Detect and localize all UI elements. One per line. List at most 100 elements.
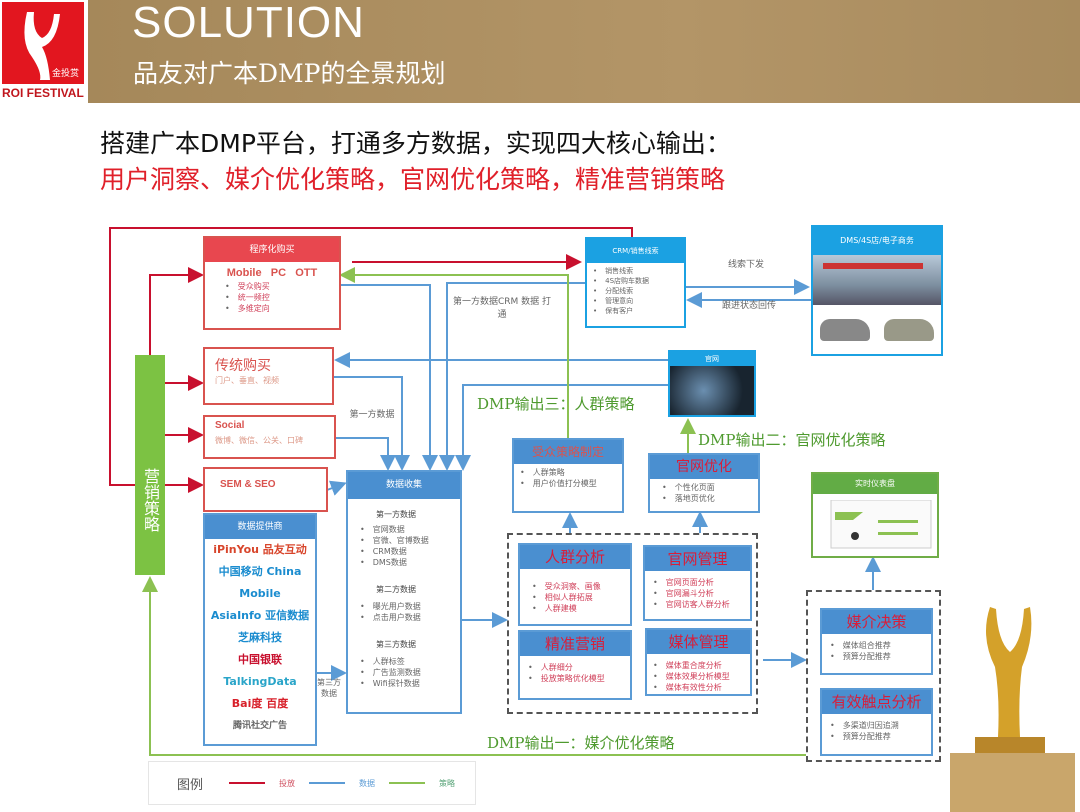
headline-line1: 搭建广本DMP平台，打通多方数据，实现四大核心输出： — [100, 129, 731, 158]
list-item: 销售线索 — [593, 266, 678, 276]
media-management-box: 媒体管理 媒体重合度分析媒体效果分析模型媒体有效性分析 — [645, 628, 752, 696]
asiainfo-logo: AsiaInfo 亚信数据 — [210, 609, 310, 622]
list-item: 官微、官博数据 — [360, 535, 448, 546]
list-item: 投放策略优化模型 — [528, 673, 622, 684]
china-mobile-logo: 中国移动 China Mobile — [218, 565, 302, 600]
header-band — [88, 0, 1080, 103]
media-output-group — [806, 590, 941, 762]
slide-title: SOLUTION — [132, 0, 365, 47]
dmp-output-2: DMP输出二：官网优化策略 — [698, 431, 886, 449]
list-item: 人群标签 — [360, 656, 448, 667]
social-title: Social — [215, 420, 245, 431]
list-item: 官网访客人群分析 — [653, 599, 742, 610]
traditional-title: 传统购买 — [215, 358, 271, 374]
providers-title: 数据提供商 — [205, 515, 315, 539]
mediamgmt-title: 媒体管理 — [647, 630, 750, 654]
list-item: 受众购买 — [225, 281, 319, 292]
group-title: 第三方数据 — [376, 640, 416, 649]
legend-label: 投放 — [279, 778, 296, 788]
logo-cn-text: 金投赏 — [52, 67, 79, 79]
marketing-strategy-bar: 营销策略 — [135, 355, 165, 575]
cars-image — [813, 305, 941, 341]
third-party-label: 第三方数据 — [317, 678, 341, 698]
website-box: 官网 — [668, 350, 756, 417]
list-item: 相似人群拓展 — [532, 592, 618, 603]
list-item: 媒体重合度分析 — [653, 660, 744, 671]
social-box: Social 微博、微信、公关、口碑 — [203, 415, 336, 459]
list-item: 落地页优化 — [662, 493, 746, 504]
sem-box: SEM & SEO — [203, 467, 328, 512]
mediadecision-title: 媒介决策 — [822, 610, 931, 634]
headline-line2: 用户洞察、媒介优化策略，官网优化策略，精准营销策略 — [100, 165, 726, 194]
legend-label: 数据 — [359, 778, 376, 788]
crm-link-label: 第一方数据CRM 数据 打通 — [452, 297, 552, 320]
list-item: DMS数据 — [360, 557, 448, 568]
list-item: 预算分配推荐 — [830, 651, 923, 662]
dms-box: DMS/4S店/电子商务 — [811, 225, 943, 356]
list-item: 统一频控 — [225, 292, 319, 303]
red-connectors — [109, 227, 633, 493]
status-back-label: 跟进状态回传 — [721, 301, 776, 311]
site-management-box: 官网管理 官网页面分析官网漏斗分析官网访客人群分析 — [643, 545, 752, 621]
green-connectors — [142, 267, 806, 756]
dashboard-box: 实时仪表盘 — [811, 472, 939, 558]
legend-title: 图例 — [177, 777, 204, 793]
legend-label: 策略 — [439, 778, 456, 788]
unionpay-logo: 中国银联 — [238, 653, 282, 666]
sem-title: SEM & SEO — [220, 479, 276, 490]
list-item: 官网数据 — [360, 524, 448, 535]
list-item: 点击用户数据 — [360, 612, 448, 623]
list-item: 受众洞察、画像 — [532, 581, 618, 592]
website-title: 官网 — [670, 352, 754, 366]
audience-title: 受众策略制定 — [514, 440, 622, 464]
dashboard-thumbnail — [830, 500, 932, 549]
data-providers-box: 数据提供商 iPinYou 品友互动 中国移动 China Mobile Asi… — [203, 513, 317, 746]
list-item: 预算分配推荐 — [830, 731, 923, 742]
blue-connectors — [316, 279, 881, 681]
list-item: 人群细分 — [528, 662, 622, 673]
siteopt-title: 官网优化 — [650, 455, 758, 479]
group-title: 第二方数据 — [376, 585, 416, 594]
crm-title: CRM/销售线索 — [587, 239, 684, 263]
dashboard-title: 实时仪表盘 — [813, 474, 937, 494]
lead-down-label: 线索下发 — [727, 260, 764, 270]
touchpoint-analysis-box: 有效触点分析 多渠道归因追溯预算分配推荐 — [820, 688, 933, 756]
data-collection-box: 数据收集 第一方数据 官网数据官微、官博数据CRM数据DMS数据 第二方数据 曝… — [346, 470, 462, 714]
precision-marketing-box: 精准营销 人群细分投放策略优化模型 — [518, 630, 632, 700]
list-item: 用户价值打分模型 — [520, 478, 616, 489]
dmp-output-3: DMP输出三：人群策略 — [477, 395, 635, 413]
list-item: 官网页面分析 — [653, 577, 742, 588]
first-party-label: 第一方数据 — [349, 410, 395, 420]
ipinyou-logo: iPinYou 品友互动 — [213, 543, 307, 556]
list-item: 管理意向 — [593, 296, 678, 306]
roi-festival-logo: 金投赏 — [2, 2, 84, 84]
crm-box: CRM/销售线索 销售线索4S店购车数据分配线索管理意向保有客户 — [585, 237, 686, 328]
programmatic-box: 程序化购买 Mobile PC OTT 受众购买统一频控多维定向 — [203, 236, 341, 330]
list-item: 媒体组合推荐 — [830, 640, 923, 651]
legend-green-arrow-icon — [389, 782, 426, 784]
zhima-logo: 芝麻科技 — [238, 631, 282, 644]
list-item: 人群建模 — [532, 603, 618, 614]
social-desc: 微博、微信、公关、口碑 — [215, 436, 303, 445]
talkingdata-logo: TalkingData — [223, 675, 297, 688]
list-item: 官网漏斗分析 — [653, 588, 742, 599]
list-item: 个性化页面 — [662, 482, 746, 493]
precision-title: 精准营销 — [520, 632, 630, 656]
legend-red-arrow-icon — [229, 782, 266, 784]
list-item: 4S店购车数据 — [593, 276, 678, 286]
logo-text: ROI FESTIVAL — [2, 86, 84, 100]
programmatic-title: 程序化购买 — [205, 238, 339, 262]
list-item: Wifi探针数据 — [360, 678, 448, 689]
dealership-image — [813, 255, 941, 305]
sitemgmt-title: 官网管理 — [645, 547, 750, 571]
legend: 图例 投放 数据 策略 — [148, 761, 476, 805]
baidu-logo: Bai度 百度 — [231, 697, 289, 710]
dms-title: DMS/4S店/电子商务 — [813, 227, 941, 255]
list-item: 媒体有效性分析 — [653, 682, 744, 693]
audience-strategy-box: 受众策略制定 人群策略用户价值打分模型 — [512, 438, 624, 513]
traditional-desc: 门户、垂直、视频 — [215, 376, 279, 385]
list-item: 多维定向 — [225, 303, 319, 314]
tencent-ads-logo: 腾讯社交广告 — [232, 721, 287, 731]
dmp-core-group — [507, 533, 758, 714]
